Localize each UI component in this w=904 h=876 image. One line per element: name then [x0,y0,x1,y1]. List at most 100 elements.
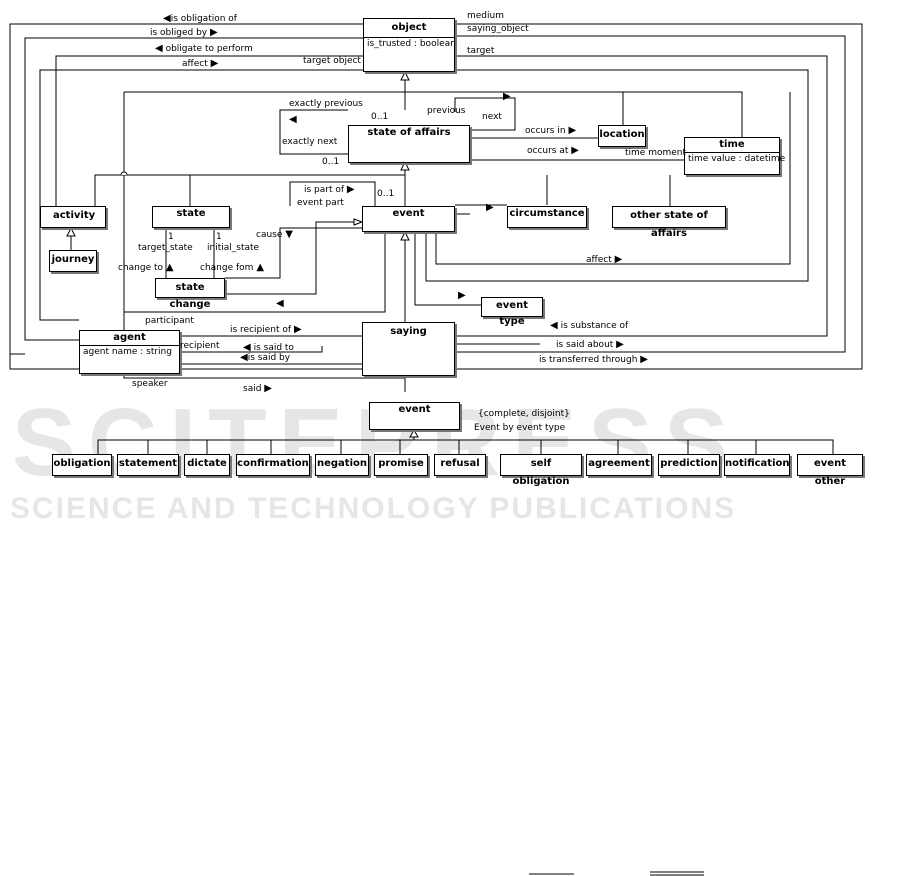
label-mult-01b: 0..1 [322,157,340,167]
label-cause: cause ▼ [256,229,293,240]
class-other-state-of-affairs[interactable]: other state of affairs [612,206,726,239]
class-circumstance[interactable]: circumstance [507,206,587,228]
arrow-right-icon: ▶ [503,91,511,102]
arrow-cause-lower: ◀ [276,298,284,310]
subtype-statement[interactable]: statement [117,454,179,476]
label-speaker: speaker [132,379,168,389]
class-agent-name: agent [113,332,146,343]
class-event[interactable]: event [362,206,455,232]
label-is-obligation-of: ◀is obligation of [163,13,237,24]
subtype-prediction-name: prediction [660,458,718,469]
class-event-type-name: event type [496,300,528,327]
arrow-right-icon: ▶ [293,324,302,335]
subtype-obligation[interactable]: obligation [52,454,112,476]
arrow-left-icon: ◀ [240,352,248,363]
class-location[interactable]: location [598,125,646,147]
arrow-left-icon: ◀ [550,320,558,331]
label-is-said-to: ◀ is said to [243,342,294,353]
label-mult-1b: 1 [216,232,222,242]
class-activity[interactable]: activity [40,206,106,228]
label-participant: participant [145,316,194,326]
class-state-of-affairs[interactable]: state of affairs [348,125,470,163]
class-object-name: object [391,22,427,33]
subtype-agreement[interactable]: agreement [586,454,652,476]
subtype-event-other-name: event other [814,458,846,487]
subtype-dictate[interactable]: dictate [184,454,230,476]
subtype-confirmation[interactable]: confirmation [236,454,310,476]
label-is-transferred-through: is transferred through ▶ [539,354,648,365]
arrow-right-icon: ▶ [458,290,466,301]
class-object[interactable]: object is_trusted : boolean [363,18,456,72]
arrow-up-icon: ▲ [165,262,174,273]
label-is-recipient-of: is recipient of ▶ [230,324,302,335]
label-event-by-type: Event by event type [474,423,566,433]
label-event-part: event part [297,198,344,208]
arrow-circumstance: ▶ [486,202,494,214]
label-mult-01a: 0..1 [371,112,389,122]
arrow-right-icon: ▶ [614,254,623,265]
arrow-right-icon: ▶ [640,354,648,365]
class-activity-name: activity [53,210,96,221]
subtype-negation-name: negation [316,458,367,469]
label-next: next [482,112,502,122]
class-location-name: location [599,129,645,140]
class-object-attr: is_trusted : boolean [364,37,456,51]
arrow-right-icon: ▶ [571,145,579,156]
label-complete-disjoint: {complete, disjoint} [478,409,570,419]
arrow-event-type: ▶ [458,290,466,302]
class-state-name: state [176,208,206,219]
label-is-said-by: ◀is said by [240,352,291,363]
arrow-right-icon: ▶ [616,339,624,350]
class-agent-attr: agent name : string [80,345,179,359]
class-saying[interactable]: saying [362,322,455,376]
subtype-prediction[interactable]: prediction [658,454,720,476]
arrow-right-icon: ▶ [264,383,272,394]
class-journey[interactable]: journey [49,250,97,272]
label-previous: previous [427,106,466,116]
label-change-fom: change fom ▲ [200,262,265,273]
class-state-of-affairs-name: state of affairs [367,127,451,138]
label-change-to: change to ▲ [118,262,174,273]
arrow-left-icon: ◀ [163,13,171,24]
subtype-statement-name: statement [118,458,178,469]
arrow-right-icon: ▶ [210,27,218,38]
label-obligate-to-perform: ◀ obligate to perform [155,43,253,54]
subtype-event-other[interactable]: event other [797,454,863,487]
class-state-change-name: state change [169,282,211,310]
subtype-promise[interactable]: promise [374,454,428,476]
arrow-exactly-previous: ◀ [289,114,297,126]
class-state-change[interactable]: state change [155,278,225,310]
class-time[interactable]: time time value : datetime [684,137,785,175]
class-journey-name: journey [51,254,95,265]
subtype-promise-name: promise [378,458,424,469]
label-medium: medium [467,11,504,21]
label-occurs-at: occurs at ▶ [527,145,579,156]
arrow-left-icon: ◀ [276,298,284,309]
label-target-object: target object [303,56,361,66]
class-state[interactable]: state [152,206,230,228]
arrow-left-icon: ◀ [289,114,297,125]
subtype-self-obligation[interactable]: self obligation [500,454,582,487]
subtype-notification[interactable]: notification [724,454,790,476]
label-saying-object: saying_object [467,24,529,34]
class-agent[interactable]: agent agent name : string [79,330,180,374]
class-event-name: event [392,208,425,219]
arrow-up-icon: ▲ [256,262,265,273]
subtype-refusal[interactable]: refusal [434,454,486,476]
class-event-root-name: event [398,404,431,415]
label-target: target [467,46,495,56]
subtype-negation[interactable]: negation [315,454,369,476]
class-saying-name: saying [390,326,427,337]
subtype-refusal-name: refusal [440,458,480,469]
arrow-left-icon: ◀ [243,342,251,353]
label-initial-state: initial_state [207,243,260,253]
subtype-dictate-name: dictate [187,458,227,469]
label-time-moment: time moment [625,148,687,158]
label-affect-mid: affect ▶ [586,254,623,265]
class-circumstance-name: circumstance [509,208,585,219]
class-event-root[interactable]: event [369,402,460,430]
subtype-self-obligation-name: self obligation [512,458,570,487]
class-event-type[interactable]: event type [481,297,543,327]
label-said: said ▶ [243,383,272,394]
label-affect-top: affect ▶ [182,58,219,69]
